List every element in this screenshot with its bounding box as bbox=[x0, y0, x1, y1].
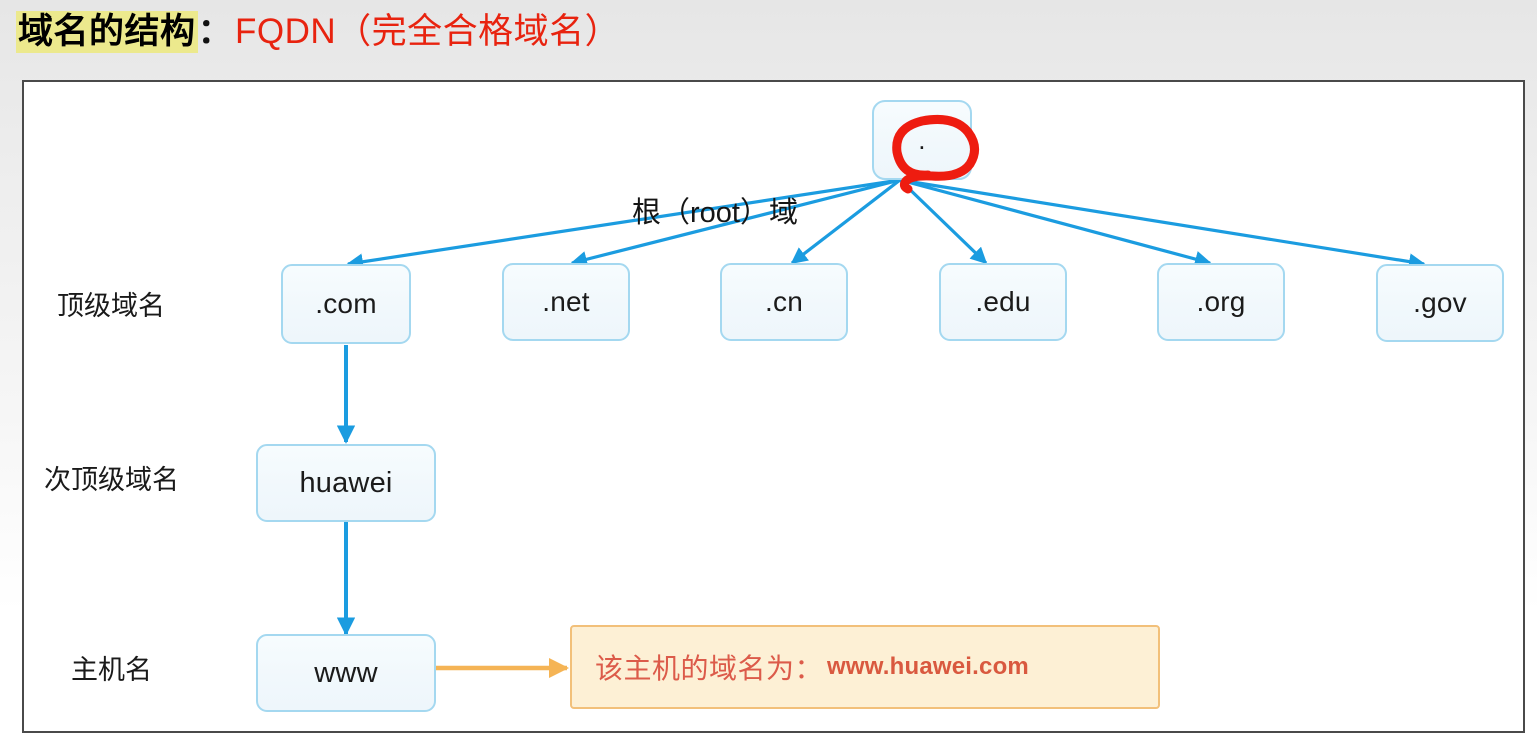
row-label-second-level: 次顶级域名 bbox=[44, 465, 179, 495]
arrow-root-to-cn bbox=[790, 178, 901, 265]
node-tld-gov[interactable]: .gov bbox=[1376, 264, 1504, 342]
row-label-host: 主机名 bbox=[71, 655, 152, 685]
diagram-frame: 根（root）域 . 顶级域名 次顶级域名 主机名 .com .net .cn … bbox=[22, 80, 1525, 733]
arrow-root-to-org bbox=[899, 178, 1212, 268]
node-tld-net-label: .net bbox=[542, 286, 590, 317]
row-label-tld: 顶级域名 bbox=[57, 291, 165, 321]
root-domain-caption: 根（root）域 bbox=[632, 197, 798, 229]
callout-box: 该主机的域名为： www.huawei.com bbox=[570, 625, 1160, 709]
node-tld-com[interactable]: .com bbox=[281, 264, 411, 344]
node-tld-gov-label: .gov bbox=[1413, 287, 1467, 318]
node-root-label: . bbox=[918, 124, 926, 155]
node-root[interactable]: . bbox=[872, 100, 972, 180]
page-title: 域名的结构：FQDN（完全合格域名） bbox=[16, 9, 620, 55]
page-title-colon: ： bbox=[197, 12, 234, 51]
node-tld-net[interactable]: .net bbox=[502, 263, 630, 341]
node-tld-org[interactable]: .org bbox=[1157, 263, 1285, 341]
node-tld-com-label: .com bbox=[315, 288, 377, 319]
node-tld-org-label: .org bbox=[1196, 286, 1246, 317]
page-title-highlight: 域名的结构 bbox=[16, 11, 198, 53]
node-tld-edu[interactable]: .edu bbox=[939, 263, 1067, 341]
node-second-level-huawei[interactable]: huawei bbox=[256, 444, 436, 522]
node-host-label: www bbox=[314, 656, 378, 689]
node-tld-cn-label: .cn bbox=[765, 286, 803, 317]
page-title-subtitle: FQDN（完全合格域名） bbox=[235, 12, 621, 51]
node-tld-cn[interactable]: .cn bbox=[720, 263, 848, 341]
node-second-level-label: huawei bbox=[299, 466, 393, 499]
callout-text: 该主机的域名为： bbox=[595, 653, 824, 684]
node-tld-edu-label: .edu bbox=[975, 286, 1031, 317]
arrow-root-to-net bbox=[570, 178, 901, 268]
arrow-root-to-edu bbox=[898, 178, 988, 265]
arrow-root-to-gov bbox=[899, 178, 1426, 270]
callout-domain: www.huawei.com bbox=[827, 653, 1029, 680]
arrow-root-to-com bbox=[346, 178, 901, 270]
node-host-www[interactable]: www bbox=[256, 634, 436, 712]
diagram-arrows bbox=[336, 178, 1426, 679]
